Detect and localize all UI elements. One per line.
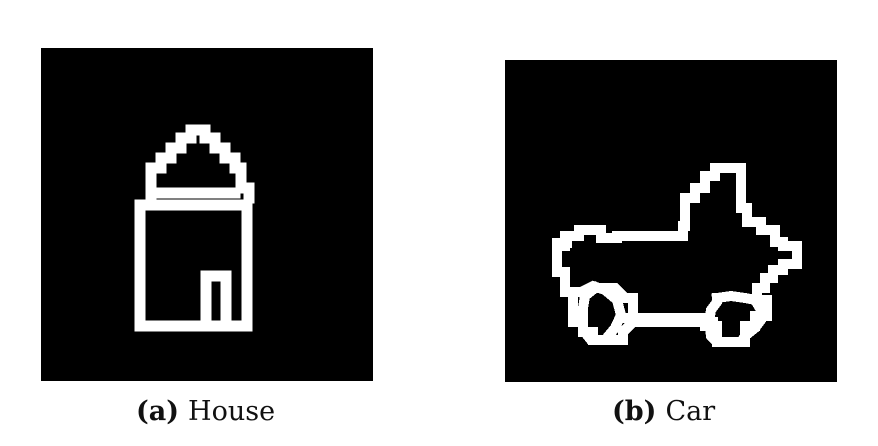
house-body	[134, 199, 253, 332]
caption-car: (b) Car	[612, 398, 715, 425]
caption-label-b: (b)	[612, 396, 657, 427]
house-roof	[145, 124, 255, 204]
house-door	[200, 270, 232, 332]
house-drawing	[134, 124, 255, 332]
caption-text-house: House	[188, 396, 276, 427]
caption-house: (a) House	[136, 398, 275, 425]
car-drawing	[552, 163, 802, 347]
caption-label-a: (a)	[136, 396, 180, 427]
house-sketch-image	[41, 48, 373, 381]
car-rear-wheel	[703, 290, 766, 347]
caption-text-car: Car	[665, 396, 716, 427]
car-front-wheel	[578, 280, 638, 345]
car-sketch-image	[505, 60, 837, 382]
